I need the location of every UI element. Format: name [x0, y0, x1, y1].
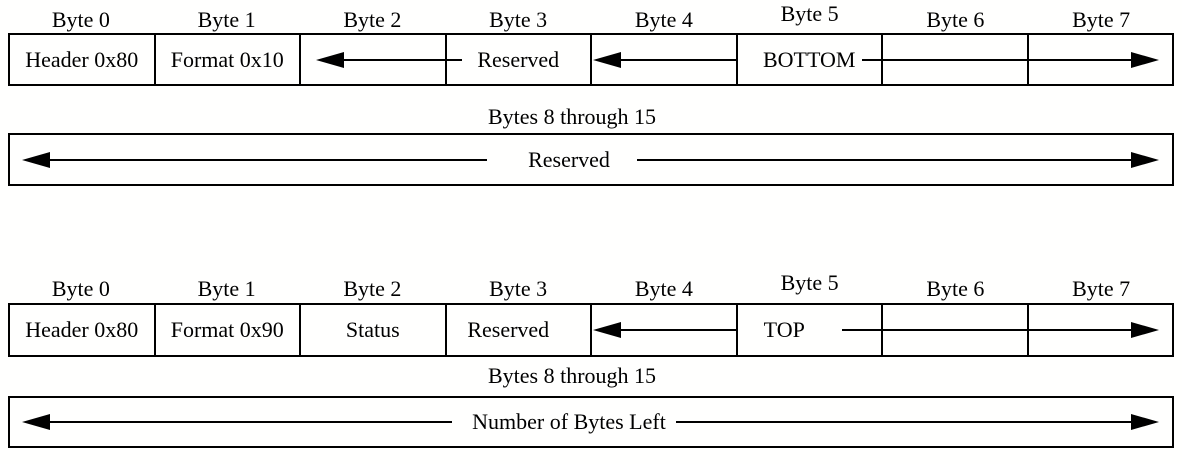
cell-top: TOP: [735, 305, 882, 355]
bytes-8-15-heading: Bytes 8 through 15: [8, 362, 1174, 389]
cell-format-label: Format 0x10: [170, 46, 284, 72]
byte-header-label: Byte 1: [197, 275, 256, 301]
arrowhead-left-icon: [22, 151, 50, 168]
byte-header-label: Byte 2: [343, 6, 402, 32]
cell-status-label: Status: [345, 317, 400, 342]
byte-header-label: Byte 6: [926, 275, 985, 301]
span-arrow-right: [637, 151, 1160, 168]
byte-header-label: Byte 0: [51, 6, 110, 32]
byte-header-label: Byte 3: [489, 275, 548, 301]
byte-header-row: Byte 0 Byte 1 Byte 2 Byte 3 Byte 4 Byte …: [8, 0, 1174, 32]
span-arrow-right: [675, 414, 1160, 430]
cell-bottom-label: BOTTOM: [763, 46, 856, 72]
arrow-line: [637, 158, 1132, 161]
cell-empty: [1026, 35, 1173, 84]
byte-header-label: Byte 4: [634, 275, 693, 301]
bytes-8-15-heading-text: Bytes 8 through 15: [487, 104, 657, 129]
cell-format-label: Format 0x90: [170, 317, 284, 342]
cell-header: Header 0x80: [10, 35, 154, 84]
arrow-line: [50, 158, 487, 161]
byte-header-label: Byte 7: [1072, 6, 1131, 32]
descriptor-byte-row: Header 0x80 Format 0x90 Status Reserved …: [8, 303, 1174, 357]
byte-header-label: Byte 4: [634, 6, 693, 32]
cell-format: Format 0x10: [153, 35, 300, 84]
byte-header-label: Byte 0: [51, 275, 110, 301]
byte-header-label: Byte 6: [926, 6, 985, 32]
cell-bottom: BOTTOM: [735, 35, 882, 84]
cell-empty: [881, 305, 1027, 355]
arrow-line: [675, 421, 1132, 423]
arrowhead-right-icon: [1131, 151, 1160, 168]
bytes-8-15-field-label: Number of Bytes Left: [472, 409, 666, 434]
byte-header-row: Byte 0 Byte 1 Byte 2 Byte 3 Byte 4 Byte …: [8, 269, 1174, 301]
byte-header-label: Byte 5: [780, 0, 839, 26]
byte-header-label: Byte 1: [197, 6, 256, 32]
cell-reserved-label: Reserved: [467, 317, 550, 342]
cell-reserved-label: Reserved: [477, 46, 560, 72]
cell-reserved: Reserved: [444, 35, 591, 84]
cell-format: Format 0x90: [153, 305, 300, 355]
cell-status: Status: [299, 305, 445, 355]
cell-empty: [299, 35, 445, 84]
cell-reserved: Reserved: [444, 305, 591, 355]
bytes-8-15-box: Number of Bytes Left: [8, 396, 1174, 448]
cell-top-label: TOP: [763, 317, 805, 342]
span-arrow-left: [22, 414, 452, 430]
arrowhead-right-icon: [1131, 414, 1160, 430]
bytes-8-15-heading: Bytes 8 through 15: [8, 103, 1174, 130]
bytes-8-15-heading-text: Bytes 8 through 15: [487, 363, 657, 388]
byte-header-label: Byte 7: [1072, 275, 1131, 301]
arrow-line: [50, 421, 452, 423]
byte-header-label: Byte 2: [343, 275, 402, 301]
cell-empty: [590, 305, 736, 355]
bytes-8-15-box: Reserved: [8, 133, 1174, 186]
cell-header-label: Header 0x80: [25, 317, 139, 342]
byte-header-label: Byte 5: [780, 269, 839, 295]
arrowhead-left-icon: [22, 414, 50, 430]
byte-header-label: Byte 3: [489, 6, 548, 32]
cell-empty: [1026, 305, 1173, 355]
descriptor-byte-row: Header 0x80 Format 0x10 Reserved BOTTOM: [8, 33, 1174, 86]
cell-header: Header 0x80: [10, 305, 154, 355]
cell-empty: [590, 35, 736, 84]
cell-header-label: Header 0x80: [25, 46, 139, 72]
cell-empty: [881, 35, 1027, 84]
span-arrow-left: [22, 151, 487, 168]
bytes-8-15-field-label: Reserved: [528, 146, 610, 172]
